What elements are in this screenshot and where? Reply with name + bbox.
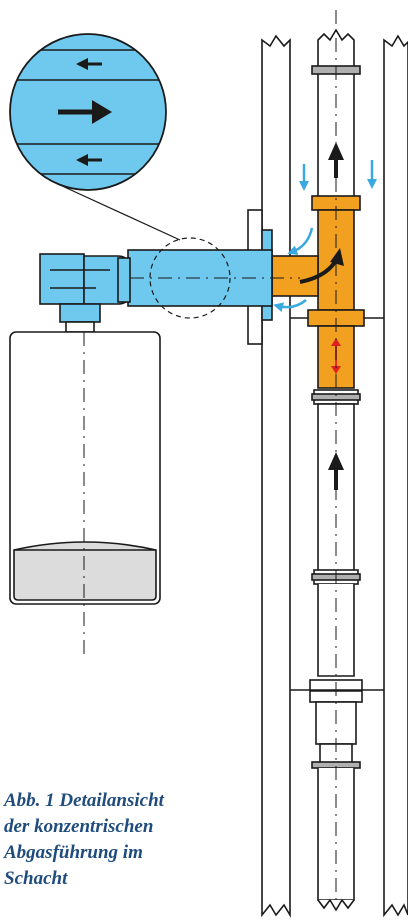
caption-line-1: Abb. 1 Detailansicht	[4, 790, 164, 811]
flow-arrow-black-upper	[328, 142, 344, 178]
detail-reference-circle	[59, 184, 231, 319]
flue-gas-arrow-large	[58, 100, 112, 124]
caption-line-4: Schacht	[4, 868, 68, 889]
air-arrow-small-bottom	[76, 154, 102, 166]
flow-arrow-black-curved	[299, 248, 344, 284]
air-arrow-small-top	[76, 58, 102, 70]
flow-arrow-black-lower	[328, 452, 344, 490]
figure-caption: Abb. 1 Detailansicht der konzentrischen …	[4, 788, 244, 892]
shaft-right-wall	[383, 34, 408, 918]
boiler-unit	[9, 321, 161, 605]
air-arrows-blue	[273, 160, 377, 313]
shaft-left-wall	[261, 34, 291, 918]
caption-line-2: der konzentrischen	[4, 816, 154, 837]
magnified-detail-circle	[9, 33, 167, 191]
horizontal-concentric-pipe	[39, 249, 273, 323]
caption-line-3: Abgasführung im	[4, 842, 143, 863]
